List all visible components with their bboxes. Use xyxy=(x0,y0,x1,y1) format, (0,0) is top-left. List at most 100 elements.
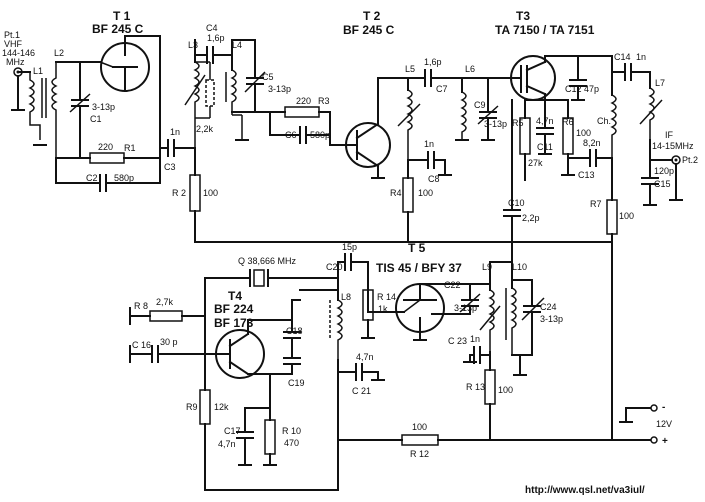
pt1-input-connector xyxy=(11,67,31,111)
l7-inductor xyxy=(639,71,663,140)
c17-label: C17 xyxy=(224,426,241,436)
l10-inductor xyxy=(505,261,545,376)
c7-label: C7 xyxy=(436,84,448,94)
c15-label: C15 xyxy=(654,179,671,189)
t5-name: T 5 xyxy=(408,241,426,255)
supply-plus: + xyxy=(662,436,668,447)
r4-resistor xyxy=(402,159,414,243)
r3-label: R3 xyxy=(318,96,330,106)
c16-capacitor xyxy=(129,345,217,363)
c24-value: 3-13p xyxy=(540,314,563,324)
t5-transistor-symbol xyxy=(367,283,471,341)
t4-name: T4 xyxy=(228,289,242,303)
c20-label: C20 xyxy=(326,262,343,272)
r-2k2-value: 2,2k xyxy=(196,124,214,134)
t4-transistor-symbol xyxy=(215,319,293,421)
r10-value: 470 xyxy=(284,438,299,448)
choke-label: Ch. xyxy=(597,116,611,126)
r14-resistor xyxy=(361,277,375,339)
c13-label: C13 xyxy=(578,170,595,180)
r13-resistor xyxy=(484,369,496,441)
l6-inductor xyxy=(455,77,499,141)
c13-value: 8,2n xyxy=(583,138,601,148)
c5-label: C5 xyxy=(262,72,274,82)
r9-resistor xyxy=(199,329,211,491)
l5-inductor xyxy=(397,77,421,160)
c23-capacitor xyxy=(463,346,491,364)
r7-value: 100 xyxy=(619,211,634,221)
r5-value: 27k xyxy=(528,158,543,168)
c24-label: C24 xyxy=(540,302,557,312)
l7-label: L7 xyxy=(655,78,665,88)
r10-resistor xyxy=(263,419,277,466)
t2-transistor-symbol xyxy=(344,77,409,179)
c10-label: C10 xyxy=(508,198,525,208)
r12-label: R 12 xyxy=(410,449,429,459)
pt1-freq-label: 144-146 xyxy=(2,48,35,58)
c11-label: C11 xyxy=(537,142,553,152)
r9-value: 12k xyxy=(214,402,229,412)
c16-value: 30 p xyxy=(160,337,178,347)
r13-value: 100 xyxy=(498,385,513,395)
l5-label: L5 xyxy=(405,64,415,74)
c9-label: C9 xyxy=(474,100,486,110)
l1-label: L1 xyxy=(33,66,43,76)
l2-label: L2 xyxy=(54,48,64,58)
c1-value: 3-13p xyxy=(92,102,115,112)
c16-label: C 16 xyxy=(132,340,151,350)
l3-label: L3 xyxy=(188,40,198,50)
r8-resistor xyxy=(129,307,206,325)
pt1-unit-label: MHz xyxy=(6,57,25,67)
r13-label: R 13 xyxy=(466,382,485,392)
t4-type-2: BF 173 xyxy=(214,316,254,330)
c12-label: C12 xyxy=(565,84,582,94)
r6-value: 100 xyxy=(576,128,591,138)
c22-value: 3-13p xyxy=(454,303,477,313)
choke-inductor xyxy=(610,55,617,201)
c4-value: 1,6p xyxy=(207,33,225,43)
pt1-label: Pt.1 xyxy=(4,30,20,40)
c14-value: 1n xyxy=(636,52,646,62)
c7-capacitor xyxy=(407,69,463,87)
l8-label: L8 xyxy=(341,292,351,302)
c13-capacitor xyxy=(567,149,613,167)
r4-label: R4 xyxy=(390,188,402,198)
c1-label: C1 xyxy=(90,114,102,124)
c1-trimmer-capacitor xyxy=(55,61,91,159)
r9-label: R9 xyxy=(186,402,198,412)
c15-value: 120p xyxy=(654,166,674,176)
t3-name: T3 xyxy=(516,9,530,23)
r3-value: 220 xyxy=(296,96,311,106)
r2-value: 100 xyxy=(203,188,218,198)
c20-value: 15p xyxy=(342,242,357,252)
c5-value: 3-13p xyxy=(268,84,291,94)
pt1-band-label: VHF xyxy=(4,39,23,49)
l6-label: L6 xyxy=(465,64,475,74)
c23-label: C 23 xyxy=(448,336,467,346)
l4-label: L4 xyxy=(232,40,242,50)
c8-value: 1n xyxy=(424,139,434,149)
c21-label: C 21 xyxy=(352,386,371,396)
supply-terminals xyxy=(611,404,658,444)
t2-type: BF 245 C xyxy=(343,23,395,37)
c15-capacitor xyxy=(641,139,659,206)
c11-capacitor xyxy=(536,111,554,155)
r10-label: R 10 xyxy=(282,426,301,436)
t3-type: TA 7150 / TA 7151 xyxy=(495,23,595,37)
pt2-freq-label: 14-15MHz xyxy=(652,141,694,151)
c18-label: C18 xyxy=(286,326,303,336)
r7-label: R7 xyxy=(590,199,602,209)
l1-l2-transformer xyxy=(28,62,58,158)
t1-name: T 1 xyxy=(113,9,131,23)
c23-value: 1n xyxy=(470,334,480,344)
footer-url: http://www.qsl.net/va3iul/ xyxy=(525,485,645,496)
c19-label: C19 xyxy=(288,378,305,388)
l8-inductor xyxy=(329,277,343,441)
r14-label: R 14 xyxy=(377,292,396,302)
r12-value: 100 xyxy=(412,422,427,432)
c3-capacitor xyxy=(167,139,196,157)
r12-resistor xyxy=(337,434,651,446)
c22-trimmer-capacitor xyxy=(459,283,481,315)
r1-value: 220 xyxy=(98,142,113,152)
